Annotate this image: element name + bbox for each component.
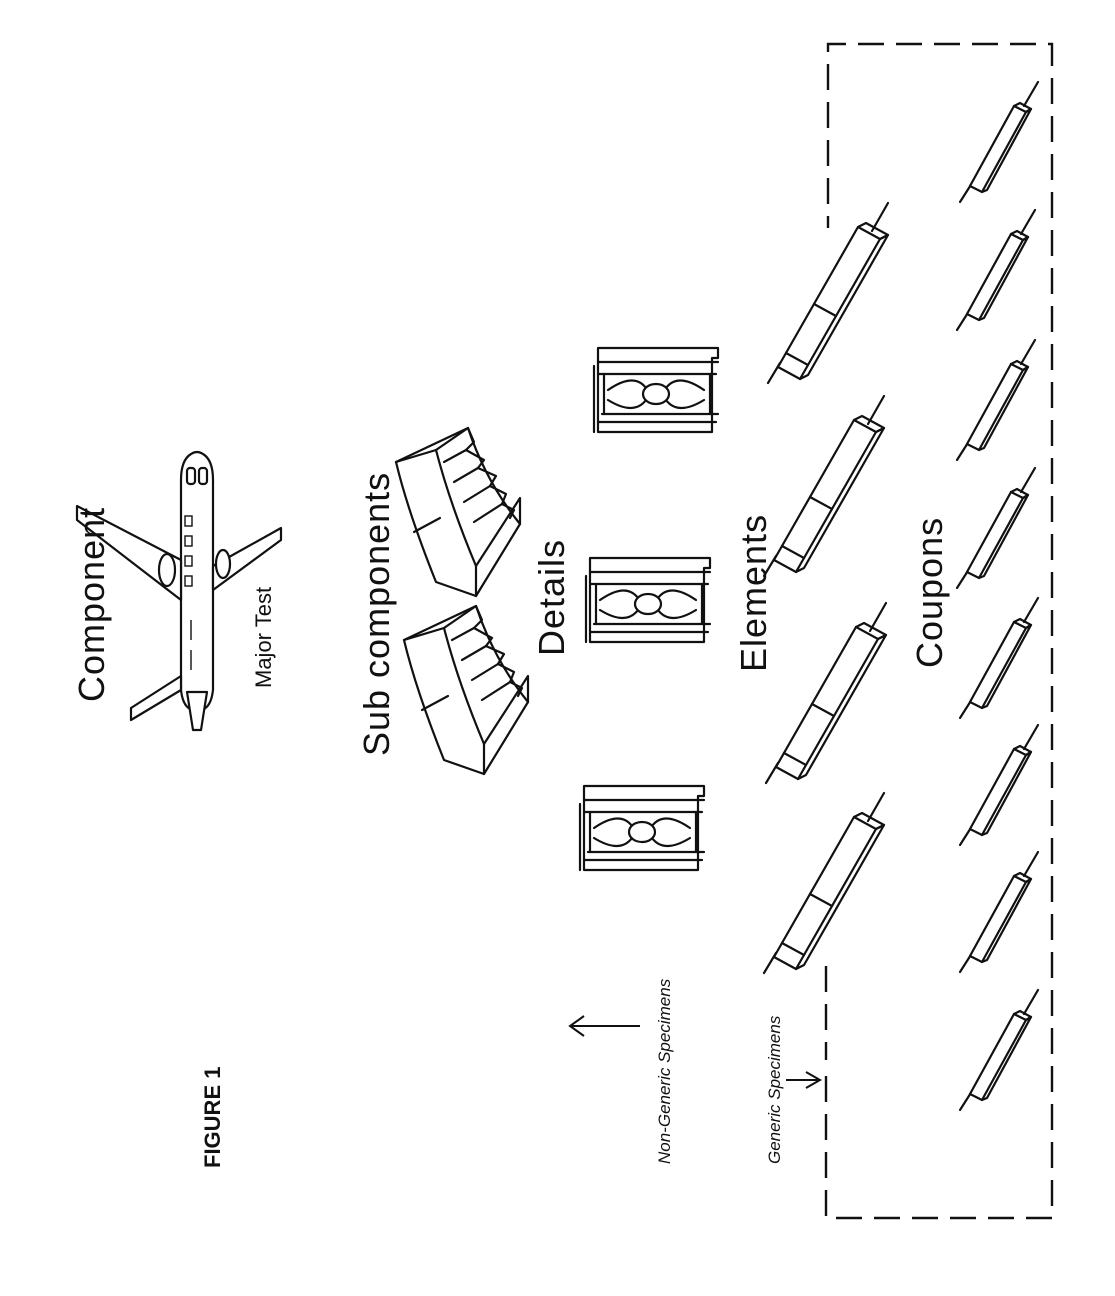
generic-specimens-boundary: [824, 42, 1054, 1220]
generic-specimens-label: Generic Specimens: [765, 1015, 784, 1164]
detail-specimen-2: [584, 556, 712, 644]
coupon-specimen-8: [958, 80, 1040, 204]
detail-specimen-1: [578, 784, 706, 872]
component-label: Component: [71, 507, 112, 702]
coupon-specimen-7: [955, 208, 1037, 332]
major-test-label: Major Test: [251, 587, 276, 688]
coupons-label: Coupons: [909, 517, 950, 668]
coupon-specimen-1: [958, 988, 1040, 1112]
sub-components-label: Sub components: [356, 472, 397, 756]
element-specimen-2: [764, 601, 888, 785]
element-specimen-3: [762, 394, 886, 578]
coupon-specimen-6: [955, 338, 1037, 462]
non-generic-arrow: [568, 1015, 640, 1037]
details-label: Details: [531, 539, 572, 656]
sub-component-panel-left: [402, 604, 530, 776]
coupon-specimen-2: [958, 850, 1040, 974]
coupon-specimen-5: [955, 466, 1037, 590]
coupon-specimen-3: [958, 723, 1040, 847]
element-specimen-4: [766, 201, 890, 385]
non-generic-specimens-label: Non-Generic Specimens: [655, 978, 674, 1164]
figure-label: FIGURE 1: [200, 1067, 225, 1168]
element-specimen-1: [762, 791, 886, 975]
airplane-component-illustration: [75, 450, 283, 732]
elements-label: Elements: [733, 514, 774, 672]
detail-specimen-3: [592, 346, 720, 434]
coupon-specimen-4: [958, 596, 1040, 720]
sub-component-panel-right: [394, 426, 522, 598]
generic-arrow: [786, 1071, 823, 1089]
